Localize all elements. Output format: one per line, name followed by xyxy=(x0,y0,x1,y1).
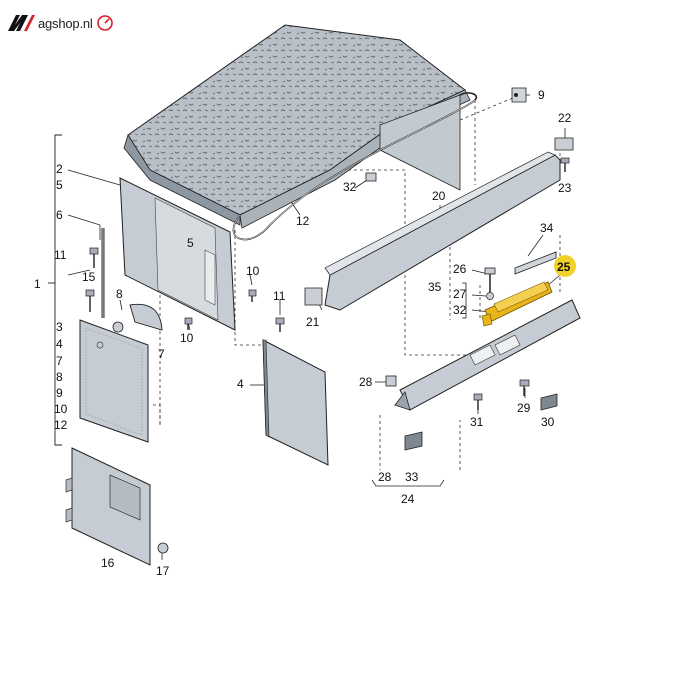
callout-3: 3 xyxy=(56,320,63,334)
panel-4 xyxy=(262,339,329,466)
callout-32b: 32 xyxy=(453,303,467,317)
cap-22 xyxy=(554,137,574,151)
callout-7b: 7 xyxy=(56,354,63,368)
panel-3 xyxy=(79,319,149,443)
callout-5: 5 xyxy=(56,178,63,192)
group-bracket-1 xyxy=(54,134,62,446)
callout-7: 7 xyxy=(158,347,165,361)
callout-12b: 12 xyxy=(54,418,68,432)
callout-17: 17 xyxy=(156,564,170,578)
screw-23 xyxy=(560,157,570,172)
callout-labels: 1 2 5 6 11 15 8 7 3 4 7 8 9 10 12 5 10 1… xyxy=(34,88,572,578)
screw-31 xyxy=(473,393,483,410)
strip-34 xyxy=(514,251,557,275)
highlight-badge-25 xyxy=(554,255,576,277)
callout-20: 20 xyxy=(432,189,446,203)
callout-31: 31 xyxy=(470,415,484,429)
clip-28 xyxy=(385,375,397,387)
callout-29: 29 xyxy=(517,401,531,415)
cover-7 xyxy=(129,303,163,331)
gauge-icon xyxy=(96,15,113,31)
callout-32: 32 xyxy=(343,180,357,194)
callout-6: 6 xyxy=(56,208,63,222)
callout-28b: 28 xyxy=(378,470,392,484)
callout-24: 24 xyxy=(401,492,415,506)
callout-9b: 9 xyxy=(56,386,63,400)
bracket-21 xyxy=(304,287,323,306)
callout-22: 22 xyxy=(558,111,572,125)
screw-11 xyxy=(89,247,99,268)
callout-23: 23 xyxy=(558,181,572,195)
washer-27 xyxy=(486,292,494,300)
roof-cover xyxy=(123,24,471,229)
callout-35: 35 xyxy=(428,280,442,294)
panel-16 xyxy=(65,447,151,566)
washer-8 xyxy=(112,321,124,333)
screw-10-b xyxy=(184,317,193,330)
screw-29 xyxy=(519,379,530,396)
pad-33 xyxy=(404,431,423,451)
logo-mark-icon xyxy=(8,15,35,31)
group-bracket-35 xyxy=(462,282,467,319)
callout-10a: 10 xyxy=(246,264,260,278)
callout-15: 15 xyxy=(82,270,96,284)
nut-17 xyxy=(157,542,169,554)
clip-9 xyxy=(511,87,527,103)
callout-4: 4 xyxy=(56,337,63,351)
pad-30 xyxy=(540,393,558,411)
callout-10c: 10 xyxy=(180,331,194,345)
logo-text: agshop.nl xyxy=(38,15,93,31)
screw-15 xyxy=(85,289,95,312)
group-bracket-24 xyxy=(371,479,445,487)
callout-21: 21 xyxy=(306,315,320,329)
screw-10-a xyxy=(248,289,257,302)
rail-20 xyxy=(324,151,561,311)
callout-11: 11 xyxy=(54,248,67,262)
callout-9: 9 xyxy=(538,88,545,102)
callout-10b: 10 xyxy=(54,402,68,416)
clip-32-a xyxy=(365,172,377,182)
callout-8: 8 xyxy=(116,287,123,301)
brand-logo[interactable]: agshop.nl xyxy=(6,12,114,34)
bracket-25-highlighted xyxy=(481,281,553,327)
side-panel-2 xyxy=(119,177,236,331)
callout-1: 1 xyxy=(34,277,41,291)
callout-27: 27 xyxy=(453,287,467,301)
callout-28: 28 xyxy=(359,375,373,389)
bolt-26 xyxy=(484,267,496,292)
callout-33: 33 xyxy=(405,470,419,484)
callout-16: 16 xyxy=(101,556,115,570)
callout-12: 12 xyxy=(296,214,310,228)
callout-30: 30 xyxy=(541,415,555,429)
callout-34: 34 xyxy=(540,221,554,235)
callout-11b: 11 xyxy=(273,289,286,303)
cover-plate-24 xyxy=(394,299,581,411)
screw-11-b xyxy=(275,317,285,332)
callout-5b: 5 xyxy=(187,236,194,250)
callout-26: 26 xyxy=(453,262,467,276)
callout-8b: 8 xyxy=(56,370,63,384)
callout-25-highlighted: 25 xyxy=(557,260,571,274)
callout-2: 2 xyxy=(56,162,63,176)
callout-4b: 4 xyxy=(237,377,244,391)
